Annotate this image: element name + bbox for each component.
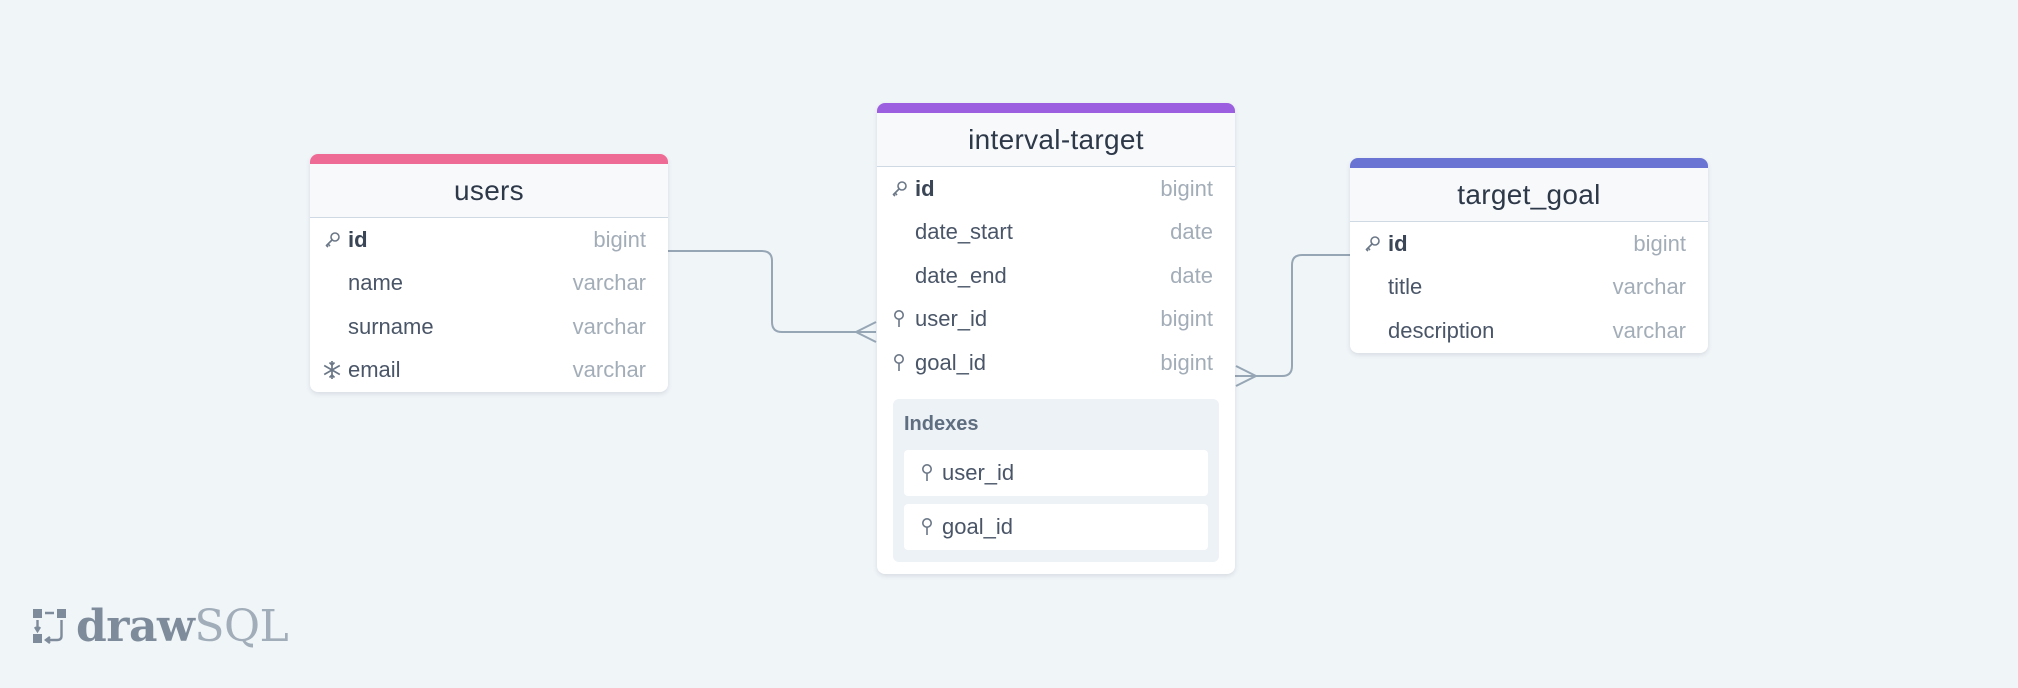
column-name: id xyxy=(915,175,935,201)
column-name: id xyxy=(348,226,368,252)
column-row-title[interactable]: title varchar xyxy=(1350,266,1708,310)
unique-snowflake-icon xyxy=(322,359,342,381)
indexes-title: Indexes xyxy=(904,412,979,435)
column-type: varchar xyxy=(572,357,646,383)
crowfoot-user-id xyxy=(855,321,877,343)
index-pin-icon xyxy=(918,516,936,538)
column-name: email xyxy=(348,357,401,383)
column-name: title xyxy=(1388,274,1423,300)
column-type: date xyxy=(1170,262,1213,288)
key-icon xyxy=(1362,233,1382,255)
index-label: goal_id xyxy=(942,513,1013,539)
index-list: user_id goal_id xyxy=(904,449,1208,550)
column-name: user_id xyxy=(915,306,988,332)
index-pin-icon xyxy=(889,308,909,330)
key-icon xyxy=(889,178,909,200)
column-type: bigint xyxy=(593,226,646,252)
column-name: description xyxy=(1388,317,1495,343)
table-header[interactable]: interval-target xyxy=(877,113,1235,167)
index-label: user_id xyxy=(942,459,1015,485)
column-row-id[interactable]: id bigint xyxy=(310,218,668,262)
column-name: date_end xyxy=(915,262,1007,288)
column-row-name[interactable]: name varchar xyxy=(310,262,668,306)
index-item-user-id[interactable]: user_id xyxy=(904,449,1208,496)
index-item-goal-id[interactable]: goal_id xyxy=(904,503,1208,550)
table-color-bar xyxy=(1350,158,1708,168)
index-pin-icon xyxy=(918,462,936,484)
table-color-bar xyxy=(310,154,668,164)
column-type: bigint xyxy=(1160,349,1213,375)
drawsql-logo-icon xyxy=(33,609,66,644)
column-type: date xyxy=(1170,219,1213,245)
relation-users-interval xyxy=(668,250,876,333)
column-list: id bigint title varchar description varchar xyxy=(1350,222,1708,353)
column-row-user-id[interactable]: user_id bigint xyxy=(877,298,1235,342)
column-row-date-start[interactable]: date_start date xyxy=(877,211,1235,255)
drawsql-logo[interactable]: drawSQL xyxy=(30,600,289,652)
column-type: varchar xyxy=(572,313,646,339)
column-name: id xyxy=(1388,230,1408,256)
column-type: varchar xyxy=(572,270,646,296)
crowfoot-goal-id xyxy=(1235,365,1257,387)
relation-goal-interval xyxy=(1235,254,1350,377)
key-icon xyxy=(322,229,342,251)
column-type: bigint xyxy=(1160,175,1213,201)
column-type: varchar xyxy=(1612,317,1686,343)
column-name: surname xyxy=(348,313,434,339)
column-name: date_start xyxy=(915,219,1013,245)
table-color-bar xyxy=(877,103,1235,113)
column-type: varchar xyxy=(1612,274,1686,300)
column-row-description[interactable]: description varchar xyxy=(1350,309,1708,353)
column-row-email[interactable]: email varchar xyxy=(310,349,668,393)
table-header[interactable]: users xyxy=(310,164,668,218)
table-header[interactable]: target_goal xyxy=(1350,168,1708,222)
column-row-id[interactable]: id bigint xyxy=(1350,222,1708,266)
column-row-surname[interactable]: surname varchar xyxy=(310,305,668,349)
column-name: name xyxy=(348,270,404,296)
column-row-id[interactable]: id bigint xyxy=(877,167,1235,211)
logo-wordmark: drawSQL xyxy=(76,600,289,652)
column-name: goal_id xyxy=(915,349,986,375)
column-row-goal-id[interactable]: goal_id bigint xyxy=(877,341,1235,385)
indexes-panel: Indexes user_id goal_id xyxy=(893,398,1219,562)
table-title: target_goal xyxy=(1457,178,1601,210)
column-list: id bigint name varchar surname varchar email va… xyxy=(310,218,668,392)
index-pin-icon xyxy=(889,352,909,374)
column-type: bigint xyxy=(1633,230,1686,256)
table-title: users xyxy=(454,174,524,206)
column-type: bigint xyxy=(1160,306,1213,332)
column-row-date-end[interactable]: date_end date xyxy=(877,254,1235,298)
table-title: interval-target xyxy=(968,123,1144,155)
